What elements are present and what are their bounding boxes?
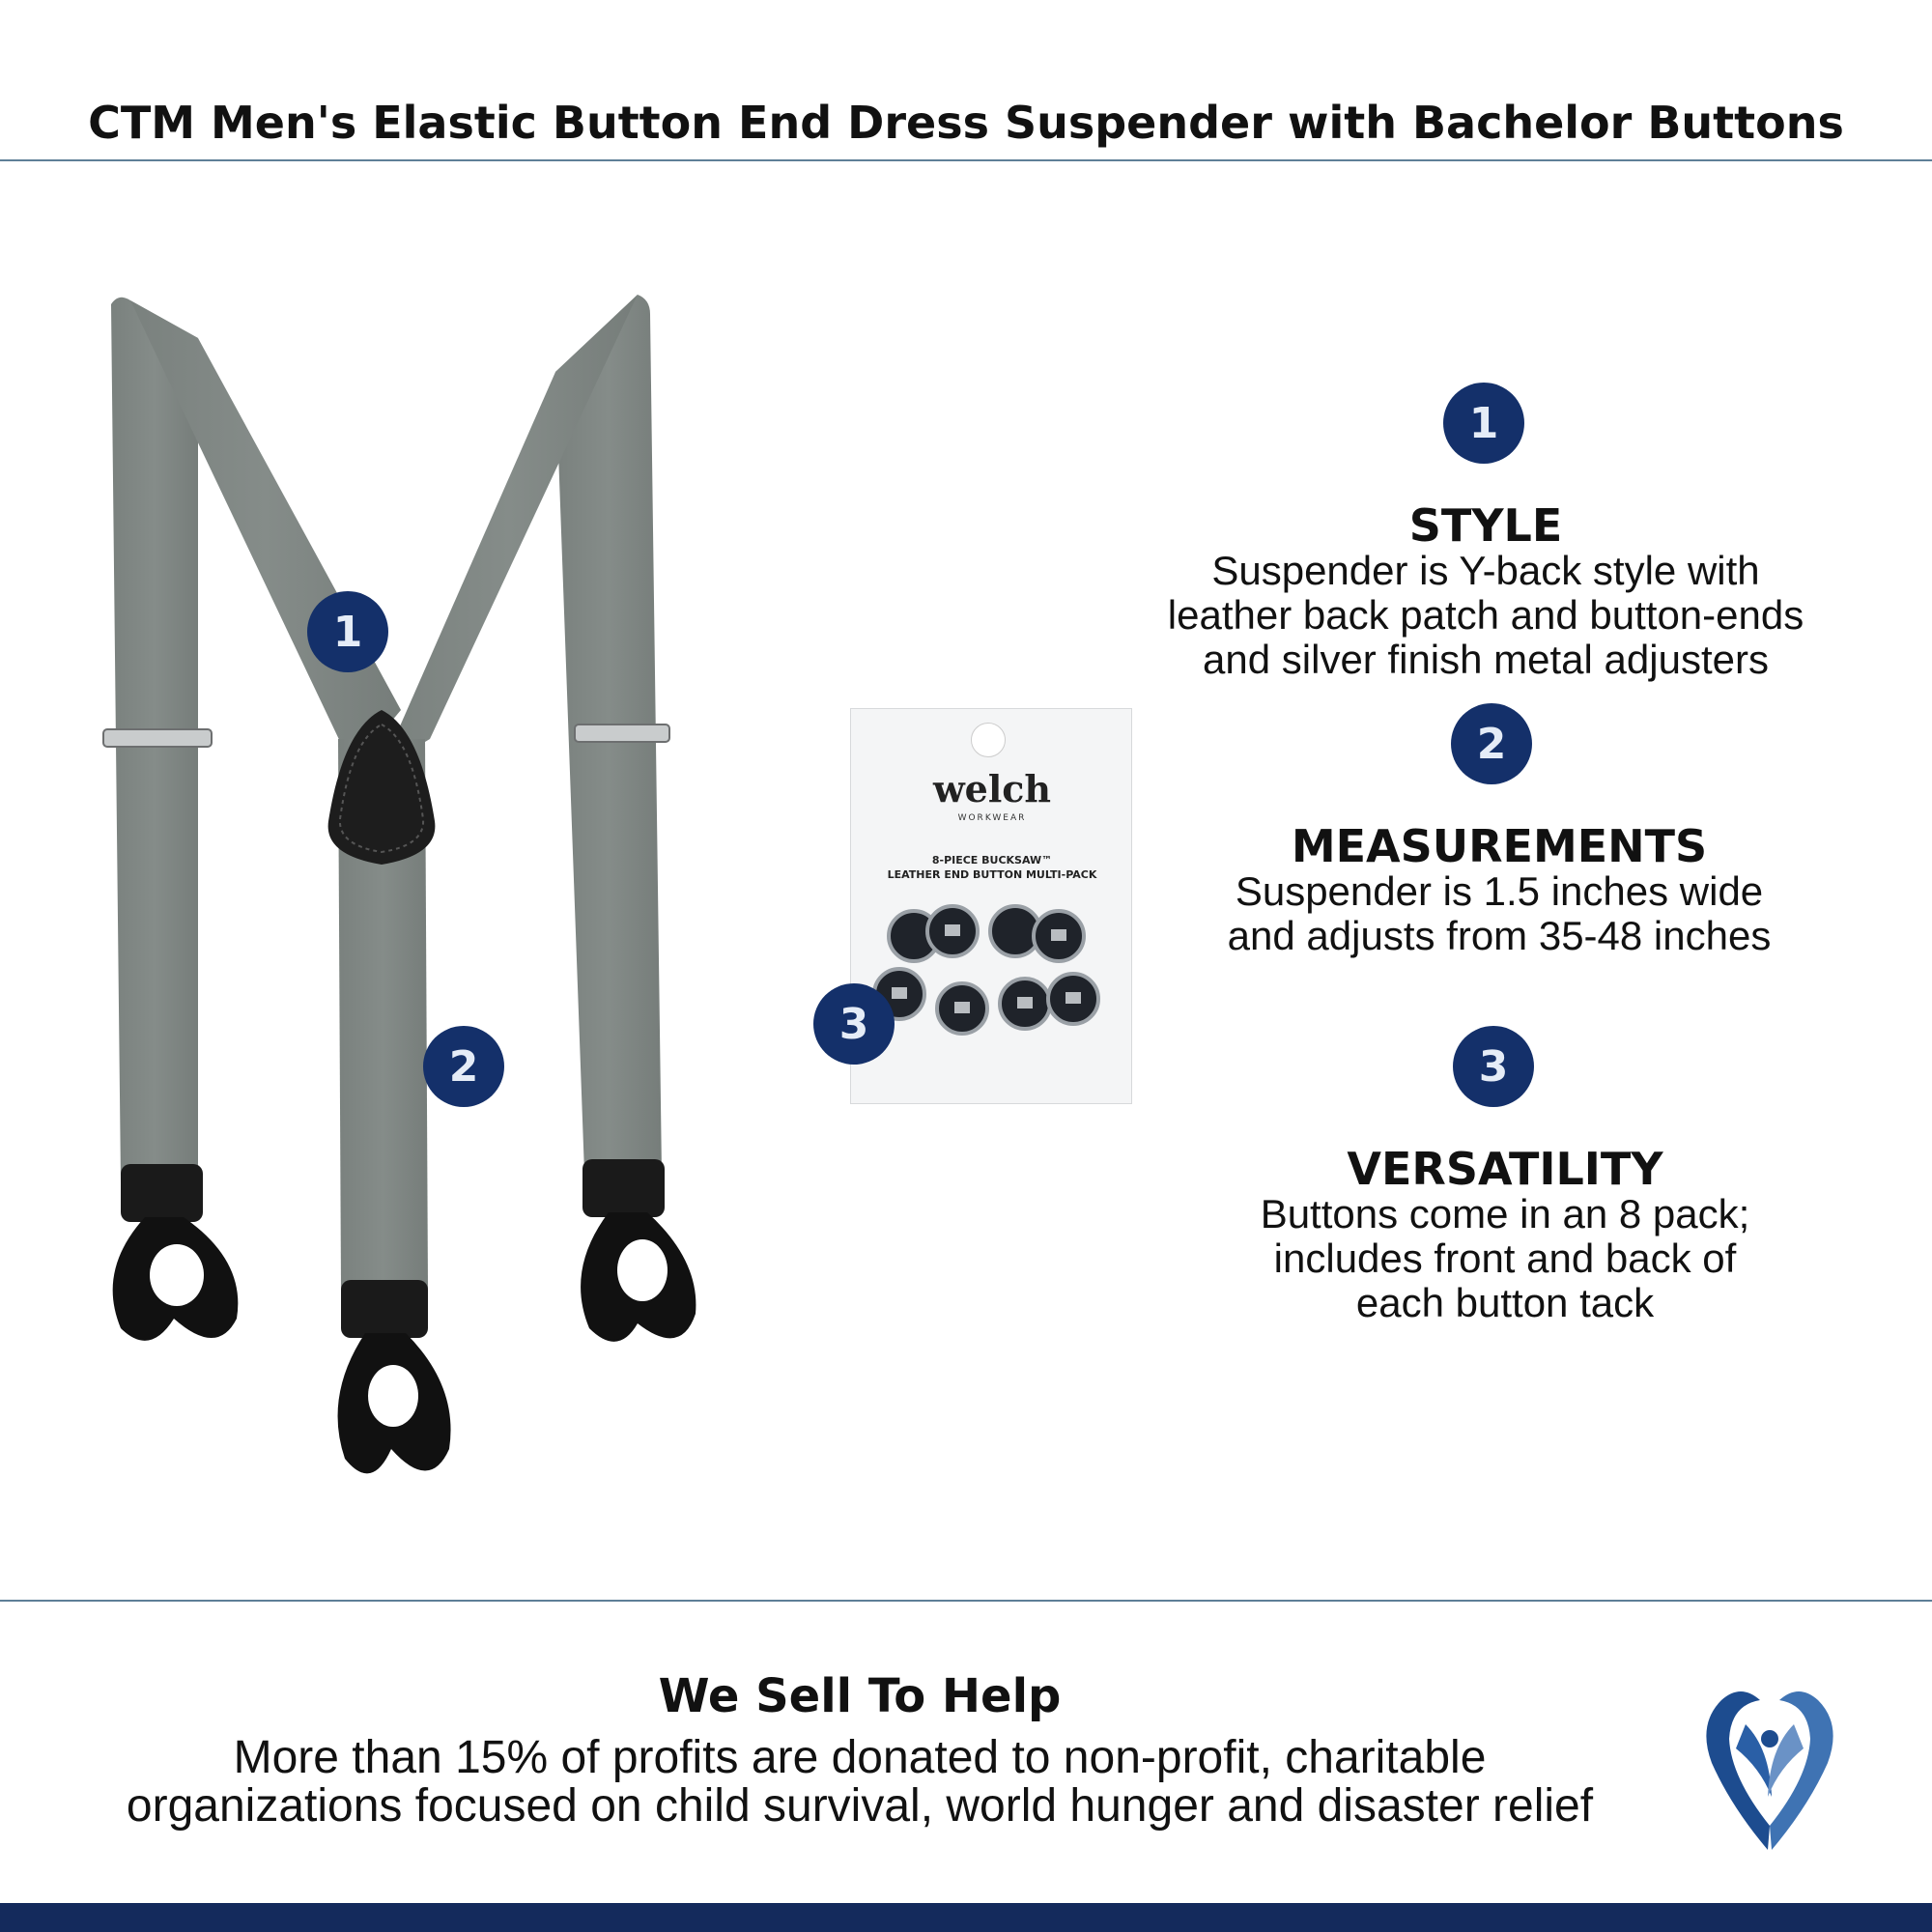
feature-versatility: VERSATILITY Buttons come in an 8 pack; i… xyxy=(1138,1146,1872,1325)
package-brand: welch xyxy=(932,767,1052,810)
feature-versatility-description: Buttons come in an 8 pack; includes fron… xyxy=(1260,1191,1750,1325)
package-hang-hole xyxy=(971,723,1006,757)
suspender-image xyxy=(102,295,696,1474)
marker-badge-2: 2 xyxy=(423,1026,504,1107)
feature-measurements-description: Suspender is 1.5 inches wide and adjusts… xyxy=(1227,868,1772,958)
feature-2-badge: 2 xyxy=(1451,703,1532,784)
feature-style: STYLE Suspender is Y-back style with lea… xyxy=(1119,502,1853,682)
feature-1-badge: 1 xyxy=(1443,383,1524,464)
feature-3-badge: 3 xyxy=(1453,1026,1534,1107)
marker-badge-1: 1 xyxy=(307,591,388,672)
heart-wings-logo-icon xyxy=(1706,1691,1833,1850)
package-buttons xyxy=(872,904,1100,1036)
footer-divider xyxy=(0,1600,1932,1602)
feature-versatility-title: VERSATILITY xyxy=(1347,1143,1663,1195)
feature-style-title: STYLE xyxy=(1408,499,1563,552)
marker-badge-3: 3 xyxy=(813,983,895,1065)
package-brand-sub: WORKWEAR xyxy=(957,813,1027,823)
button-package-image: welch WORKWEAR 8-PIECE BUCKSAW™ LEATHER … xyxy=(850,708,1132,1104)
feature-measurements-title: MEASUREMENTS xyxy=(1291,820,1708,872)
package-label-line1: 8-PIECE BUCKSAW™ xyxy=(931,854,1053,867)
footer-bar xyxy=(0,1903,1932,1932)
header-divider xyxy=(0,159,1932,161)
charity-description: More than 15% of profits are donated to … xyxy=(126,1732,1594,1832)
charity-title: We Sell To Help xyxy=(658,1669,1062,1723)
feature-measurements: MEASUREMENTS Suspender is 1.5 inches wid… xyxy=(1132,823,1866,958)
page-title: CTM Men's Elastic Button End Dress Suspe… xyxy=(88,97,1844,149)
package-label-line2: LEATHER END BUTTON MULTI-PACK xyxy=(887,868,1097,881)
feature-style-description: Suspender is Y-back style with leather b… xyxy=(1167,548,1804,682)
